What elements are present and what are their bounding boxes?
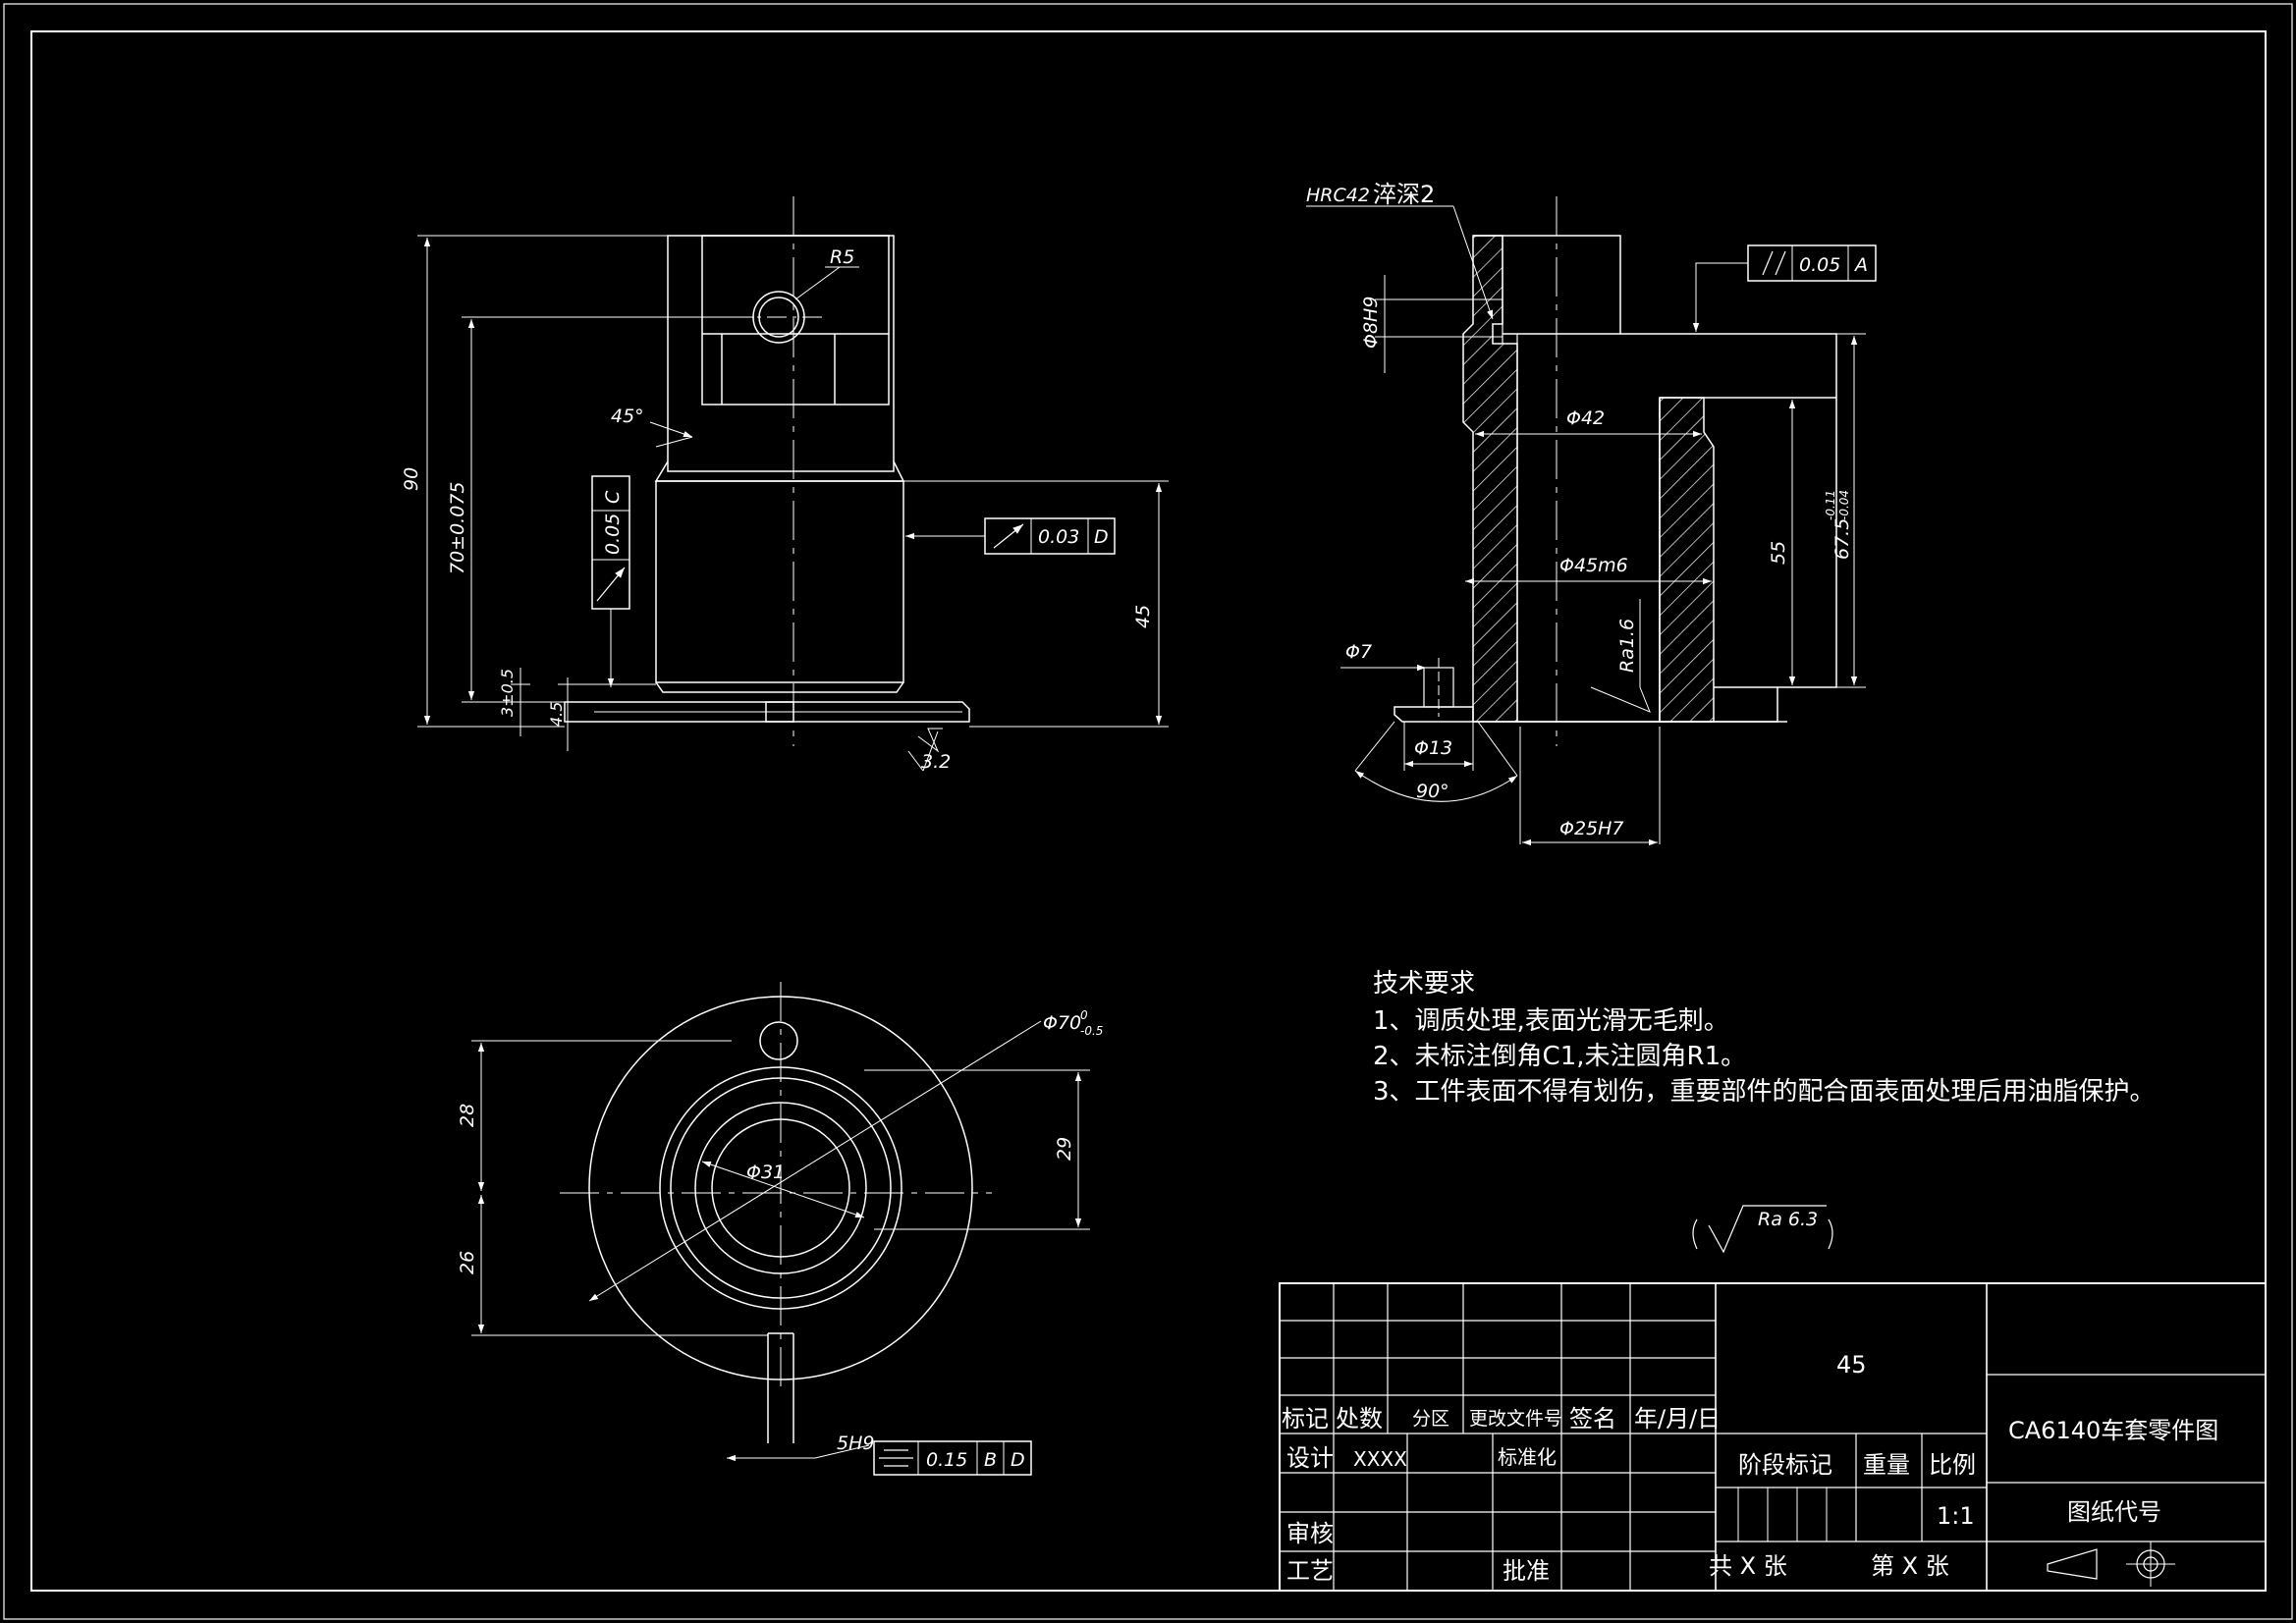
tb-standardize: 标准化 [1498,1445,1557,1469]
section-view [1306,196,1877,846]
tech-requirement-2: 2、未标注倒角C1,未注圆角R1。 [1373,1042,1746,1071]
label-center-height: 70±0.075 [447,482,468,575]
label-height-67.5: 67.5 [1831,518,1853,560]
tb-design-label: 设计 [1286,1444,1334,1472]
tb-total-sheets: 共 X 张 [1709,1552,1787,1580]
label-base-thk: 4.5 [547,702,566,727]
label-slot: 5H9 [837,1433,874,1454]
tb-col-count: 处数 [1336,1405,1383,1433]
section-bottom-bore [1394,706,1474,723]
dim-d31 [701,1161,865,1218]
label-d70-tol-lower: -0.5 [1080,1024,1103,1038]
top-outer-circle [588,996,973,1380]
front-cylinder [655,480,904,683]
label-symmetry-datum-2: D [1011,1449,1025,1471]
top-slot [767,1332,794,1443]
top-pin-hole [759,1021,798,1060]
label-runout-c-datum: C [602,490,624,504]
section-left-wall [1462,235,1518,723]
tb-scale: 1:1 [1937,1502,1975,1530]
label-angle-90: 90° [1416,781,1449,802]
label-symmetry-datum-1: B [984,1449,997,1471]
label-bore-45: Φ45m6 [1559,555,1628,576]
label-hardening-depth: 淬深2 [1373,181,1435,208]
tech-requirement-3: 3、工件表面不得有划伤，重要部件的配合面表面处理后用油脂保护。 [1373,1077,2156,1107]
tb-weight: 重量 [1863,1451,1910,1479]
front-view [417,196,1169,772]
label-r5: R5 [830,246,854,268]
general-roughness [1692,1205,1833,1254]
label-general-roughness: Ra 6.3 [1758,1209,1818,1230]
tb-col-zone: 分区 [1412,1408,1449,1430]
roughness-1.6-symbol [1590,686,1651,713]
outer-border [3,3,2293,1620]
label-d7: Φ7 [1345,641,1372,663]
label-runout-c-tol: 0.05 [602,514,624,555]
label-shoulder-height: 45 [1132,605,1154,628]
top-ring-3 [694,1102,867,1274]
label-hardening-grade: HRC42 [1306,185,1370,206]
label-overall-height: 90 [401,467,422,491]
tb-col-mark: 标记 [1282,1405,1329,1433]
label-runout-d-datum: D [1094,526,1109,548]
leader-45 [649,421,693,438]
label-height-67.5-tol-upper: -0.11 [1824,490,1837,520]
tb-drawing-name: CA6140车套零件图 [2008,1417,2218,1444]
label-d70: Φ70 [1043,1012,1081,1034]
roughness-3.2-symbol [917,728,943,753]
label-dim-28: 28 [457,1104,478,1127]
tb-designer: XXXX [1353,1447,1407,1471]
tb-approve: 批准 [1503,1557,1550,1585]
label-parallel-tol: 0.05 [1799,254,1840,276]
tb-process: 工艺 [1286,1557,1334,1585]
front-flange [564,701,970,723]
title-block-grid [1279,1282,2267,1592]
label-angle-45: 45° [611,406,644,427]
top-ring-2 [670,1077,892,1299]
tb-drawing-code: 图纸代号 [2067,1498,2161,1526]
label-roughness-3.2: 3.2 [921,751,951,773]
tech-requirements-title: 技术要求 [1373,969,1475,999]
label-d31: Φ31 [746,1162,785,1183]
label-flange-thk: 3±0.5 [498,669,517,717]
label-pin-hole: Φ8H9 [1360,297,1382,349]
tech-requirement-1: 1、调质处理,表面光滑无毛刺。 [1373,1006,1729,1036]
label-dim-26: 26 [457,1251,478,1274]
tb-sheet-no: 第 X 张 [1871,1552,1949,1580]
label-depth-55: 55 [1768,541,1789,565]
top-ring-1 [659,1066,902,1310]
label-height-67.5-tol-lower: -0.04 [1837,490,1851,520]
label-runout-d-tol: 0.03 [1038,526,1079,548]
label-parallel-datum: A [1853,254,1868,276]
label-symmetry-tol: 0.15 [926,1449,967,1471]
front-yoke-slot [701,235,890,406]
tb-scale-label: 比例 [1929,1451,1976,1479]
top-view [471,982,1090,1476]
dim-d70 [588,1020,1042,1302]
label-d25: Φ25H7 [1559,818,1624,839]
tb-col-date: 年/月/日 [1634,1405,1721,1433]
tb-col-doc: 更改文件号 [1469,1408,1562,1430]
tb-col-sign: 签名 [1569,1405,1616,1433]
front-cylinder-foot [655,681,904,693]
tb-stage-mark: 阶段标记 [1738,1451,1832,1479]
tb-material: 45 [1836,1351,1867,1379]
label-d13: Φ13 [1414,737,1452,759]
dim-90deg-arc [1354,770,1518,802]
label-dim-29: 29 [1054,1137,1075,1161]
inner-frame [30,30,2267,1592]
section-outline [1473,235,1837,723]
projection-symbol-icon [2047,1548,2098,1580]
label-bore-42: Φ42 [1566,407,1605,429]
fcf-symmetry [873,1440,1032,1476]
label-d70-tol-upper: 0 [1080,1008,1088,1022]
section-right-wall [1659,397,1715,723]
tb-review: 审核 [1286,1520,1334,1547]
fcf-parallel-leader [1692,262,1748,332]
leader-r5 [794,266,841,300]
label-ra-inner: Ra1.6 [1616,619,1638,673]
